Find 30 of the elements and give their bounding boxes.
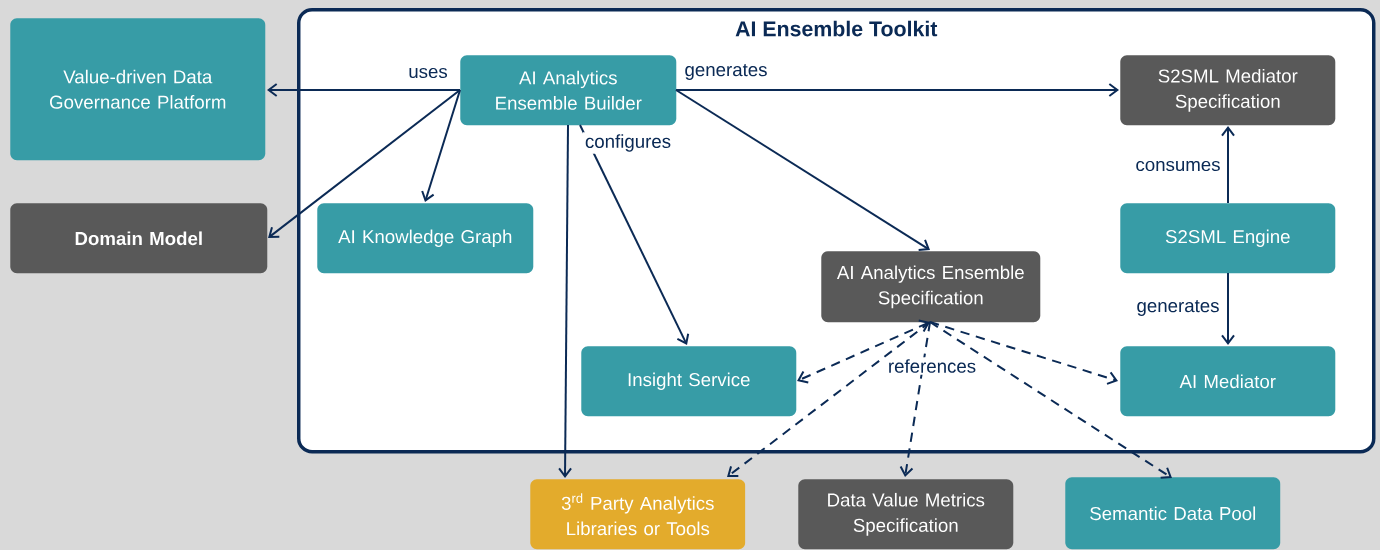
arrow: [797, 319, 930, 384]
process-box: Insight Service: [581, 346, 797, 417]
specification-box: AI Analytics Ensemble Specification: [821, 251, 1041, 323]
arrow: [1221, 272, 1235, 345]
edge-label: references: [885, 357, 979, 375]
edge-label: configures: [582, 132, 674, 154]
arrow: [727, 321, 931, 477]
arrow: [675, 83, 1119, 97]
library-box: 3$^{rd}$ Party Analytics Libraries or Tools: [530, 479, 746, 550]
model-box: Domain Model: [10, 203, 268, 274]
edge-label: generates: [682, 62, 770, 82]
arrow: [929, 321, 1119, 385]
process-box: AI Knowledge Graph: [317, 203, 534, 274]
arrow: [579, 124, 690, 345]
builder-box: AI Analytics Ensemble Builder: [460, 55, 677, 126]
arrow: [899, 321, 931, 477]
process-box: Semantic Data Pool: [1065, 477, 1281, 550]
process-box: AI Mediator: [1120, 346, 1336, 417]
specification-box: S2SML Mediator Specification: [1120, 55, 1336, 126]
arrow: [421, 89, 461, 202]
arrow: [558, 124, 573, 478]
arrow: [267, 83, 461, 97]
arrow: [675, 89, 930, 251]
arrow: [1221, 126, 1235, 204]
edge-label: generates: [1134, 298, 1222, 318]
process-box: S2SML Engine: [1120, 203, 1336, 274]
platform-box: Value-driven Data Governance Platform: [10, 18, 266, 161]
arrow: [268, 89, 461, 238]
arrow: [929, 321, 1172, 479]
specification-box: Data Value Metrics Specification: [798, 479, 1014, 550]
